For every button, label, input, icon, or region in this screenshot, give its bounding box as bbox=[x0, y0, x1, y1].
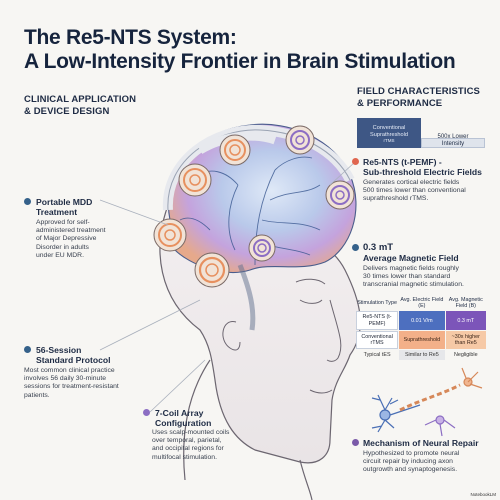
neuron-illustration bbox=[371, 367, 483, 437]
table-row: Conventional rTMS Suprathreshold ~30x hi… bbox=[356, 330, 486, 350]
field-comparison-table: Stimulation Type Avg. Electric Field (E)… bbox=[355, 295, 487, 361]
item-session-protocol: 56-Session Standard Protocol Most common… bbox=[24, 345, 119, 399]
coil-back bbox=[248, 234, 276, 262]
right-section-heading: FIELD CHARACTERISTICS & PERFORMANCE bbox=[357, 86, 480, 109]
table-row: Re5-NTS (t-PEMF) 0.01 V/m 0.3 mT bbox=[356, 311, 486, 330]
table-header: Avg. Magnetic Field (B) bbox=[448, 297, 483, 310]
item-neural-repair: Mechanism of Neural Repair Hypothesized … bbox=[352, 438, 497, 475]
bullet-dot bbox=[352, 158, 359, 165]
bullet-dot bbox=[143, 409, 150, 416]
coil-array bbox=[153, 125, 355, 288]
table-header: Stimulation Type bbox=[357, 300, 397, 307]
lower-intensity-label: 500x Lower Intensity bbox=[437, 134, 469, 147]
coil-upper-left bbox=[178, 163, 212, 197]
bullet-dot bbox=[352, 439, 359, 446]
bullet-dot bbox=[352, 244, 359, 251]
bullet-dot bbox=[24, 346, 31, 353]
table-header: Avg. Electric Field (E) bbox=[400, 297, 444, 310]
table-row: Typical tES Similar to Re5 Negligible bbox=[356, 350, 486, 361]
coil-front bbox=[285, 125, 315, 155]
page-title: The Re5-NTS System: A Low-Intensity Fron… bbox=[24, 26, 456, 74]
brain bbox=[168, 123, 357, 331]
item-magnetic-field: 0.3 mT Average Magnetic Field Delivers m… bbox=[352, 243, 497, 290]
callout-lines bbox=[99, 161, 356, 413]
coil-lower-left bbox=[194, 252, 230, 288]
title-line-1: The Re5-NTS System: bbox=[24, 26, 237, 49]
coil-top bbox=[219, 134, 251, 166]
bullet-dot bbox=[24, 198, 31, 205]
title-line-2: A Low-Intensity Frontier in Brain Stimul… bbox=[24, 50, 456, 73]
notebooklm-watermark: NotebookLM bbox=[470, 492, 496, 497]
coil-left bbox=[153, 218, 187, 252]
item-coil-array: 7-Coil Array Configuration Uses scalp-mo… bbox=[143, 408, 263, 462]
coil-right bbox=[325, 180, 355, 210]
item-subthreshold-fields: Re5-NTS (t-PEMF) - Sub-threshold Electri… bbox=[352, 157, 497, 204]
conventional-intensity-bar: Conventional Suprathreshold rTMS bbox=[357, 118, 421, 148]
re5-intensity-bar bbox=[421, 138, 485, 148]
left-section-heading: CLINICAL APPLICATION & DEVICE DESIGN bbox=[24, 94, 137, 117]
item-portable-mdd: Portable MDD Treatment Approved for self… bbox=[24, 197, 129, 260]
